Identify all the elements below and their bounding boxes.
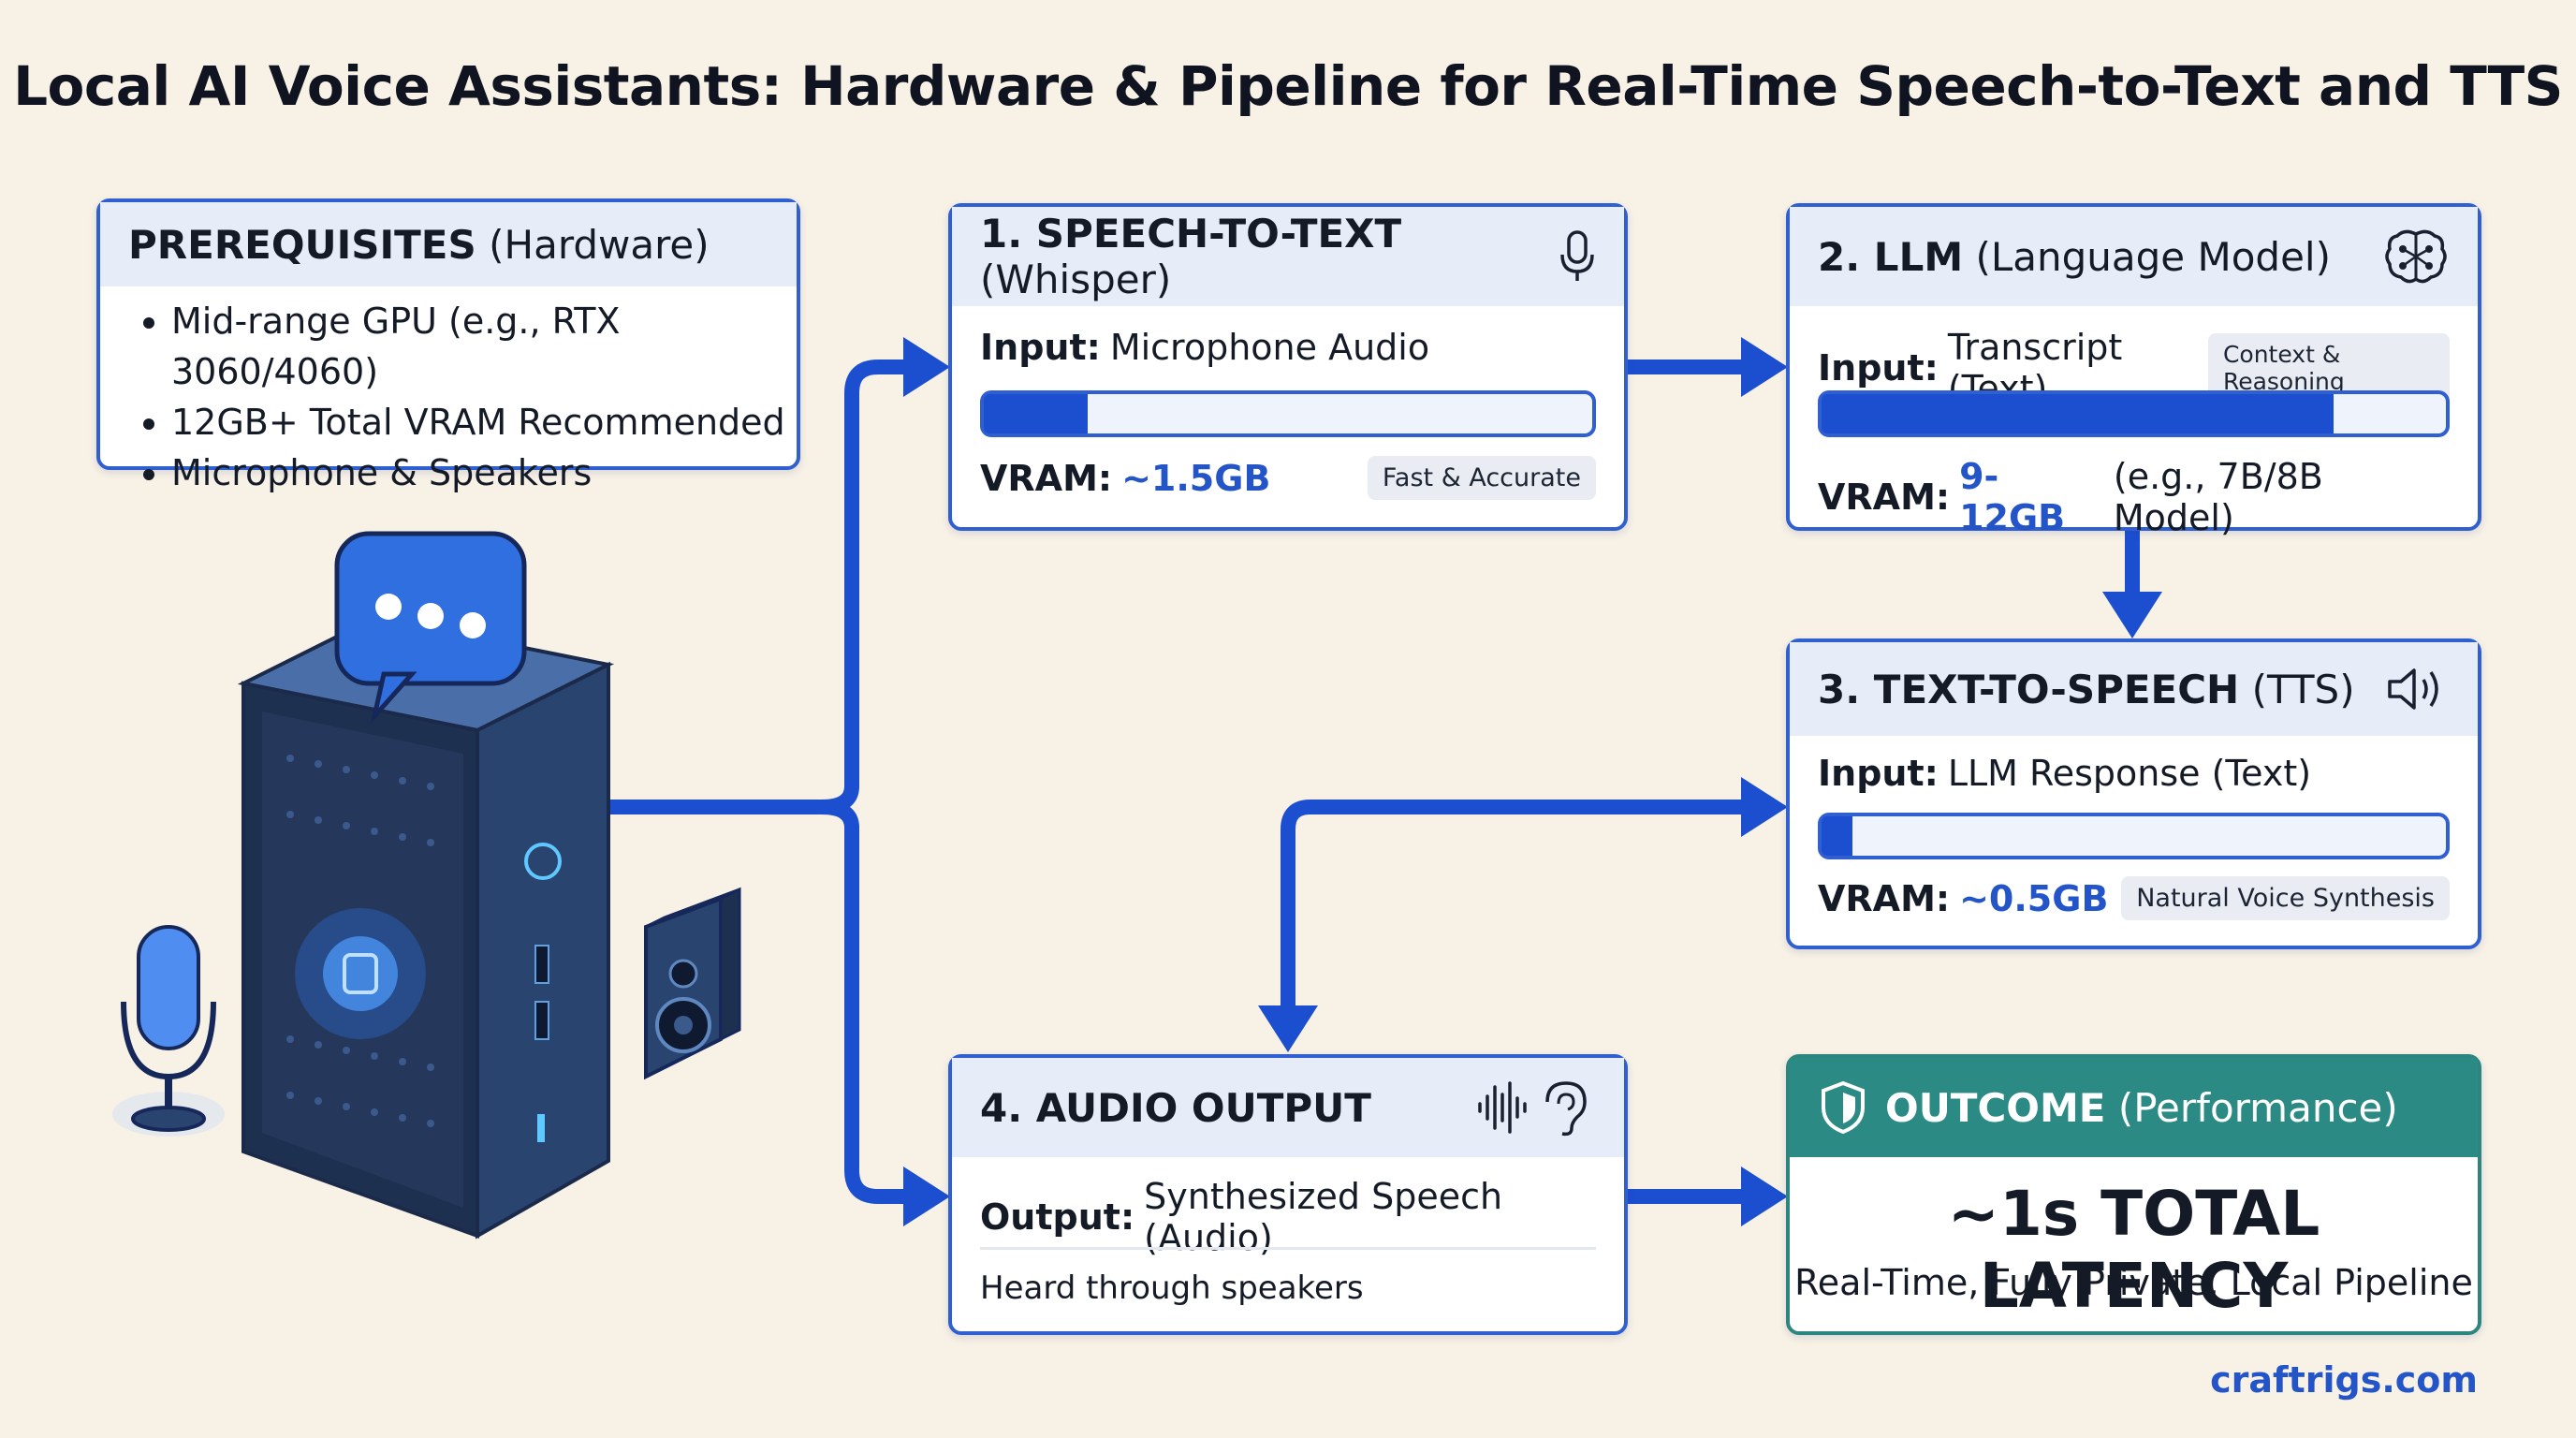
prerequisites-subtitle: (Hardware): [489, 221, 710, 268]
tts-vram-label: VRAM:: [1818, 877, 1951, 919]
llm-vram-row: VRAM: 9-12GB (e.g., 7B/8B Model): [1818, 456, 2450, 538]
prerequisite-item: Microphone & Speakers: [171, 448, 797, 498]
audio-output-label: Output:: [980, 1196, 1135, 1238]
stt-vram-row: VRAM:~1.5GB Fast & Accurate: [980, 456, 1596, 500]
chat-bubble-icon: [334, 531, 527, 725]
llm-vram-bar: [1818, 390, 2450, 437]
tts-box: 3. TEXT-TO-SPEECH (TTS) Input: LLM Respo…: [1786, 638, 2481, 949]
tts-input-label: Input:: [1818, 753, 1939, 794]
brain-icon: [2382, 227, 2450, 286]
speaker-icon: [2384, 663, 2450, 715]
stt-box: 1. SPEECH-TO-TEXT (Whisper) Input: Micro…: [948, 203, 1628, 531]
llm-vram-bar-fill: [1822, 394, 2334, 433]
stt-input-row: Input: Microphone Audio: [980, 327, 1596, 368]
arrowhead-tts: [2102, 592, 2162, 638]
prerequisite-item: 12GB+ Total VRAM Recommended: [171, 397, 797, 448]
arrow-to-output: [844, 820, 920, 1204]
tts-header: 3. TEXT-TO-SPEECH (TTS): [1790, 642, 2478, 736]
stt-vram-bar: [980, 390, 1596, 437]
llm-vram-value: 9-12GB: [1959, 456, 2066, 538]
microphone-icon: [1559, 228, 1596, 285]
stt-tag: Fast & Accurate: [1367, 456, 1596, 500]
hardware-illustration: [112, 531, 741, 1240]
tts-subtitle: (TTS): [2251, 666, 2355, 712]
audio-output-divider: [980, 1247, 1596, 1250]
audio-output-box: 4. AUDIO OUTPUT Output: Synthesized Spee…: [948, 1054, 1628, 1335]
prerequisites-header: PREREQUISITES (Hardware): [100, 202, 797, 286]
arrowhead-output-down: [1258, 1005, 1318, 1052]
arrowhead-outcome: [1741, 1167, 1788, 1226]
tts-vram-bar: [1818, 813, 2450, 859]
shield-icon: [1818, 1079, 1868, 1136]
llm-box: 2. LLM (Language Model) Input: Transcrip…: [1786, 203, 2481, 538]
microphone-stand-icon: [112, 925, 225, 1137]
outcome-box: OUTCOME (Performance) ~1s TOTAL LATENCY …: [1786, 1054, 2481, 1335]
tts-input-value: LLM Response (Text): [1947, 753, 2312, 794]
outcome-subline: Real-Time, Fully Private, Local Pipeline: [1794, 1262, 2473, 1303]
tts-vram-value: ~0.5GB: [1959, 877, 2109, 919]
page-title: Local AI Voice Assistants: Hardware & Pi…: [13, 54, 2563, 118]
audio-output-title: 4. AUDIO OUTPUT: [980, 1084, 1371, 1131]
stt-title: 1. SPEECH-TO-TEXT: [980, 211, 1402, 257]
outcome-header: OUTCOME (Performance): [1790, 1058, 2478, 1157]
arrow-to-stt: [844, 360, 920, 794]
stt-header: 1. SPEECH-TO-TEXT (Whisper): [952, 207, 1624, 306]
llm-title: 2. LLM: [1818, 233, 1964, 280]
prerequisites-list: Mid-range GPU (e.g., RTX 3060/4060) 12GB…: [138, 296, 797, 498]
tts-input-row: Input: LLM Response (Text): [1818, 753, 2450, 794]
prerequisite-item: Mid-range GPU (e.g., RTX 3060/4060): [171, 296, 797, 397]
loudspeaker-icon: [644, 887, 741, 1080]
audio-output-value: Synthesized Speech (Audio): [1144, 1176, 1503, 1258]
arrow-tts-to-output: [1281, 800, 1725, 1019]
llm-vram-note: (e.g., 7B/8B Model): [2113, 456, 2323, 538]
outcome-subtitle: (Performance): [2117, 1084, 2398, 1131]
arrowhead-tts-in: [1741, 777, 1788, 837]
stt-vram-value: ~1.5GB: [1121, 457, 1271, 499]
tts-tag: Natural Voice Synthesis: [2121, 876, 2450, 920]
stt-subtitle: (Whisper): [980, 257, 1172, 302]
computer-tower-icon: [237, 615, 615, 1240]
stt-input-label: Input:: [980, 327, 1101, 368]
tts-title: 3. TEXT-TO-SPEECH: [1818, 666, 2240, 712]
llm-vram-label: VRAM:: [1818, 477, 1951, 518]
llm-subtitle: (Language Model): [1975, 233, 2331, 280]
footer-link[interactable]: craftrigs.com: [2210, 1359, 2478, 1401]
arrowhead-output: [903, 1167, 950, 1226]
llm-header: 2. LLM (Language Model): [1790, 207, 2478, 306]
llm-input-label: Input:: [1818, 347, 1939, 389]
stt-input-value: Microphone Audio: [1109, 327, 1430, 368]
stt-vram-bar-fill: [984, 394, 1088, 433]
outcome-headline: ~1s TOTAL LATENCY: [1947, 1178, 2320, 1322]
outcome-title: OUTCOME: [1885, 1084, 2106, 1131]
audio-output-row: Output: Synthesized Speech (Audio): [980, 1176, 1596, 1258]
stt-vram-label: VRAM:: [980, 457, 1113, 499]
tts-vram-row: VRAM:~0.5GB Natural Voice Synthesis: [1818, 876, 2450, 920]
arrowhead-stt: [903, 337, 950, 397]
audio-output-note: Heard through speakers: [980, 1269, 1364, 1307]
arrowhead-llm: [1741, 337, 1788, 397]
prerequisites-box: PREREQUISITES (Hardware) Mid-range GPU (…: [96, 198, 800, 493]
tts-vram-bar-fill: [1822, 816, 1853, 856]
prerequisites-title: PREREQUISITES: [128, 221, 476, 268]
sound-wave-ear-icon: [1474, 1078, 1596, 1137]
audio-output-header: 4. AUDIO OUTPUT: [952, 1058, 1624, 1157]
llm-input-row: Input: Transcript (Text) Context & Reaso…: [1818, 327, 2450, 409]
